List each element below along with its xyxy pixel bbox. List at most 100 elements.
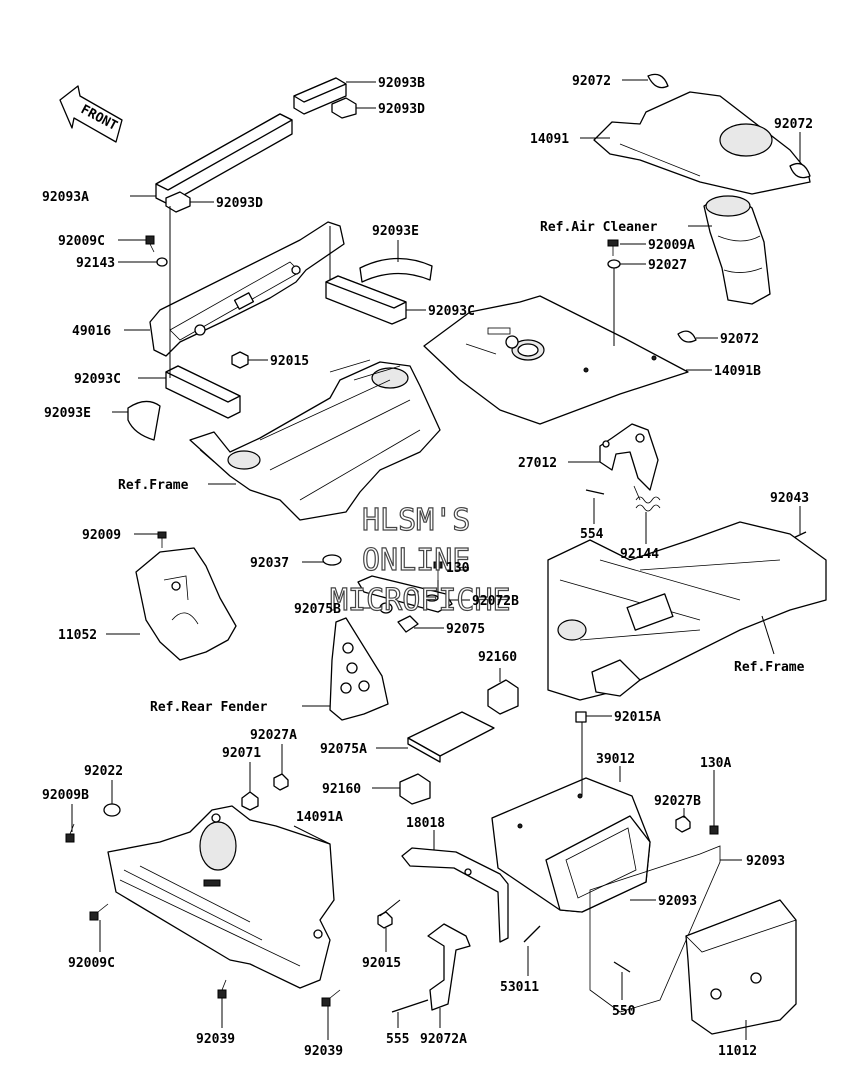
bolt-92009a [607,239,619,256]
battery-11012 [685,899,797,1035]
label-92075: 92075 [446,622,485,637]
label-92009a: 92009A [648,238,695,253]
label-92072b: 92072B [472,594,519,609]
front-arrow-icon: FRONT [59,85,123,143]
label-53011: 53011 [500,980,539,995]
stay-18018 [401,847,509,943]
label-14091: 14091 [530,132,569,147]
bracket-49016 [149,221,345,357]
bolt-92015a [575,711,587,723]
bolt-53011 [523,925,541,943]
latch-27012 [599,423,659,491]
pad-92160-mid [399,773,431,805]
label-14091b: 14091B [714,364,761,379]
label-92071: 92071 [222,746,261,761]
foam-strip-92093d-mid [165,191,191,213]
watermark: HLSM'S ONLINE MICROFICHE [329,502,511,618]
pin-555 [391,999,429,1013]
label-92075a: 92075A [320,742,367,757]
frame-right [547,521,827,701]
label-92072-mid: 92072 [720,332,759,347]
clip-92072-top [647,73,669,89]
label-92075b: 92075B [294,602,341,617]
label-92093e-top: 92093E [372,224,419,239]
label-92093-inner: 92093 [658,894,697,909]
label-92143: 92143 [76,256,115,271]
pin-550 [613,961,631,973]
bracket-92072a [427,923,471,1011]
clip-92072-right [789,162,811,179]
label-92027b: 92027B [654,794,701,809]
nut-92027a [273,773,289,791]
foam-pad-92093e-low [127,400,161,441]
foam-strip-92093c-low [165,365,241,419]
air-cleaner [703,195,771,305]
pad-92075 [397,615,419,633]
bracket-11052 [135,547,237,661]
pin-554 [585,489,605,495]
label-92043: 92043 [770,491,809,506]
watermark-line-2: ONLINE [362,543,470,578]
nut-92015-low [377,911,393,929]
label-554: 554 [580,527,604,542]
label-ref-frame-left: Ref.Frame [118,478,189,493]
label-92027a: 92027A [250,728,297,743]
label-92009c-low: 92009C [68,956,115,971]
label-92093b: 92093B [378,76,425,91]
label-92022: 92022 [84,764,123,779]
label-92015-low: 92015 [362,956,401,971]
bolt-92009c-top [145,235,155,253]
washer-92022 [103,803,121,817]
battery-case-39012 [491,777,651,913]
label-49016: 49016 [72,324,111,339]
label-92072a: 92072A [420,1032,467,1047]
label-92009b: 92009B [42,788,89,803]
label-92009c-top: 92009C [58,234,105,249]
bolt-92009 [157,531,167,548]
label-92039-left: 92039 [196,1032,235,1047]
label-92093e-low: 92093E [44,406,91,421]
label-11012: 11012 [718,1044,757,1059]
washer-92027-top [607,259,621,269]
nut-92027b [675,815,691,833]
label-92093c-low: 92093C [74,372,121,387]
plate-14091b [423,295,689,425]
seal-92093 [589,845,721,1013]
label-39012: 39012 [596,752,635,767]
nut-92071 [241,791,259,811]
frame-left [189,359,441,521]
leader-lines [71,79,801,1040]
label-ref-air-cleaner: Ref.Air Cleaner [540,220,658,235]
pad-92075a [407,711,495,763]
clip-92037 [322,554,342,566]
label-92072-top: 92072 [572,74,611,89]
nut-92015-top [231,351,249,369]
label-92039-right: 92039 [304,1044,343,1059]
label-92009: 92009 [82,528,121,543]
watermark-line-3: MICROFICHE [330,583,511,618]
pad-92160-top [487,679,519,715]
label-92160-top: 92160 [478,650,517,665]
screw-130a [709,825,719,835]
part-labels: 92093B 92093D 92093A 92093D 92009C 92143… [42,74,813,1059]
rear-fender-bracket [329,617,389,721]
label-ref-frame-right: Ref.Frame [734,660,805,675]
clip-92072-mid [677,330,697,343]
cover-14091a [107,805,335,989]
foam-strip-92093d-top [331,97,357,119]
label-92160-mid: 92160 [322,782,361,797]
label-92144: 92144 [620,547,659,562]
label-92072-right: 92072 [774,117,813,132]
label-11052: 11052 [58,628,97,643]
spring-92144 [633,485,661,512]
watermark-line-1: HLSM'S [362,503,470,538]
foam-strip-92093a [155,113,293,205]
label-550: 550 [612,1004,636,1019]
foam-pad-92093e-top [359,257,433,283]
label-14091a: 14091A [296,810,343,825]
bolt-92039-left [217,979,227,999]
label-27012: 27012 [518,456,557,471]
label-92015a: 92015A [614,710,661,725]
bolt-92039-right [321,989,341,1007]
